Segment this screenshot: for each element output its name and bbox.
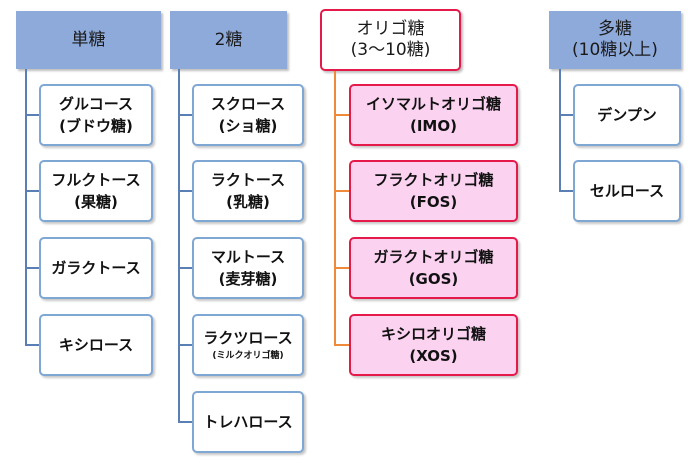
item-label: デンプン xyxy=(597,106,657,124)
connector-line xyxy=(334,114,350,116)
header-label: 多糖 xyxy=(598,19,632,39)
item-label: フラクトオリゴ糖 xyxy=(373,171,494,189)
connector-line xyxy=(559,69,561,192)
header-sublabel: (10糖以上) xyxy=(572,40,658,60)
connector-line xyxy=(178,421,193,423)
connector-line xyxy=(178,114,193,116)
connector-line xyxy=(25,190,40,192)
item-label: マルトース xyxy=(210,248,286,266)
header-label: 2糖 xyxy=(214,29,243,50)
connector-line xyxy=(25,344,40,346)
connector-line xyxy=(334,267,350,269)
sugar-box-starch: デンプン xyxy=(573,84,681,146)
connector-line xyxy=(25,69,27,345)
item-label: グルコース xyxy=(59,95,133,113)
connector-line xyxy=(25,267,40,269)
item-label: キシロース xyxy=(58,336,134,354)
item-label: ラクツロース xyxy=(203,329,293,347)
connector-line xyxy=(334,344,350,346)
item-sublabel: (ブドウ糖) xyxy=(59,117,133,135)
item-sublabel: (ショ糖) xyxy=(218,117,278,135)
connector-line xyxy=(559,114,574,116)
header-label: 単糖 xyxy=(71,29,106,50)
connector-line xyxy=(25,114,40,116)
item-label: ガラクトオリゴ糖 xyxy=(373,248,494,266)
item-sublabel: (ミルクオリゴ糖) xyxy=(212,351,284,361)
connector-line xyxy=(334,190,350,192)
item-label: トレハロース xyxy=(203,413,293,431)
item-label: ガラクトース xyxy=(51,259,141,277)
item-sublabel: (果糖) xyxy=(74,193,118,211)
header-sublabel: (3〜10糖) xyxy=(350,40,431,60)
item-sublabel: (麦芽糖) xyxy=(218,270,278,288)
item-label: イソマルトオリゴ糖 xyxy=(365,95,501,113)
item-sublabel: (IMO) xyxy=(410,117,457,135)
sugar-box-xylose: キシロース xyxy=(39,314,153,376)
connector-line xyxy=(334,71,336,345)
disaccharide-header: 2糖 xyxy=(170,11,287,69)
sugar-box-fructose: フルクトース (果糖) xyxy=(39,160,153,222)
sugar-box-trehalose: トレハロース xyxy=(192,391,304,453)
connector-line xyxy=(559,190,574,192)
sugar-box-sucrose: スクロース (ショ糖) xyxy=(192,84,304,146)
item-label: フルクトース xyxy=(51,171,141,189)
polysaccharide-header: 多糖 (10糖以上) xyxy=(549,11,681,69)
oligosaccharide-header: オリゴ糖 (3〜10糖) xyxy=(320,9,461,71)
sugar-box-gos: ガラクトオリゴ糖 (GOS) xyxy=(349,237,518,299)
item-sublabel: (XOS) xyxy=(409,347,458,365)
connector-line xyxy=(178,344,193,346)
header-label: オリゴ糖 xyxy=(356,19,425,39)
sugar-box-xos: キシロオリゴ糖 (XOS) xyxy=(349,314,518,376)
connector-line xyxy=(178,69,180,423)
sugar-box-imo: イソマルトオリゴ糖 (IMO) xyxy=(349,84,518,146)
sugar-box-maltose: マルトース (麦芽糖) xyxy=(192,237,304,299)
connector-line xyxy=(178,190,193,192)
monosaccharide-header: 単糖 xyxy=(16,11,161,69)
item-sublabel: (FOS) xyxy=(409,193,458,211)
item-label: ラクトース xyxy=(210,171,286,189)
item-label: キシロオリゴ糖 xyxy=(380,325,486,343)
sugar-box-fos: フラクトオリゴ糖 (FOS) xyxy=(349,160,518,222)
sugar-box-lactulose: ラクツロース (ミルクオリゴ糖) xyxy=(192,314,304,376)
sugar-box-glucose: グルコース (ブドウ糖) xyxy=(39,84,153,146)
item-label: セルロース xyxy=(589,182,665,200)
sugar-box-lactose: ラクトース (乳糖) xyxy=(192,160,304,222)
item-sublabel: (GOS) xyxy=(408,270,459,288)
sugar-box-galactose: ガラクトース xyxy=(39,237,153,299)
item-sublabel: (乳糖) xyxy=(226,193,270,211)
sugar-box-cellulose: セルロース xyxy=(573,160,681,222)
item-label: スクロース xyxy=(210,95,286,113)
connector-line xyxy=(178,267,193,269)
